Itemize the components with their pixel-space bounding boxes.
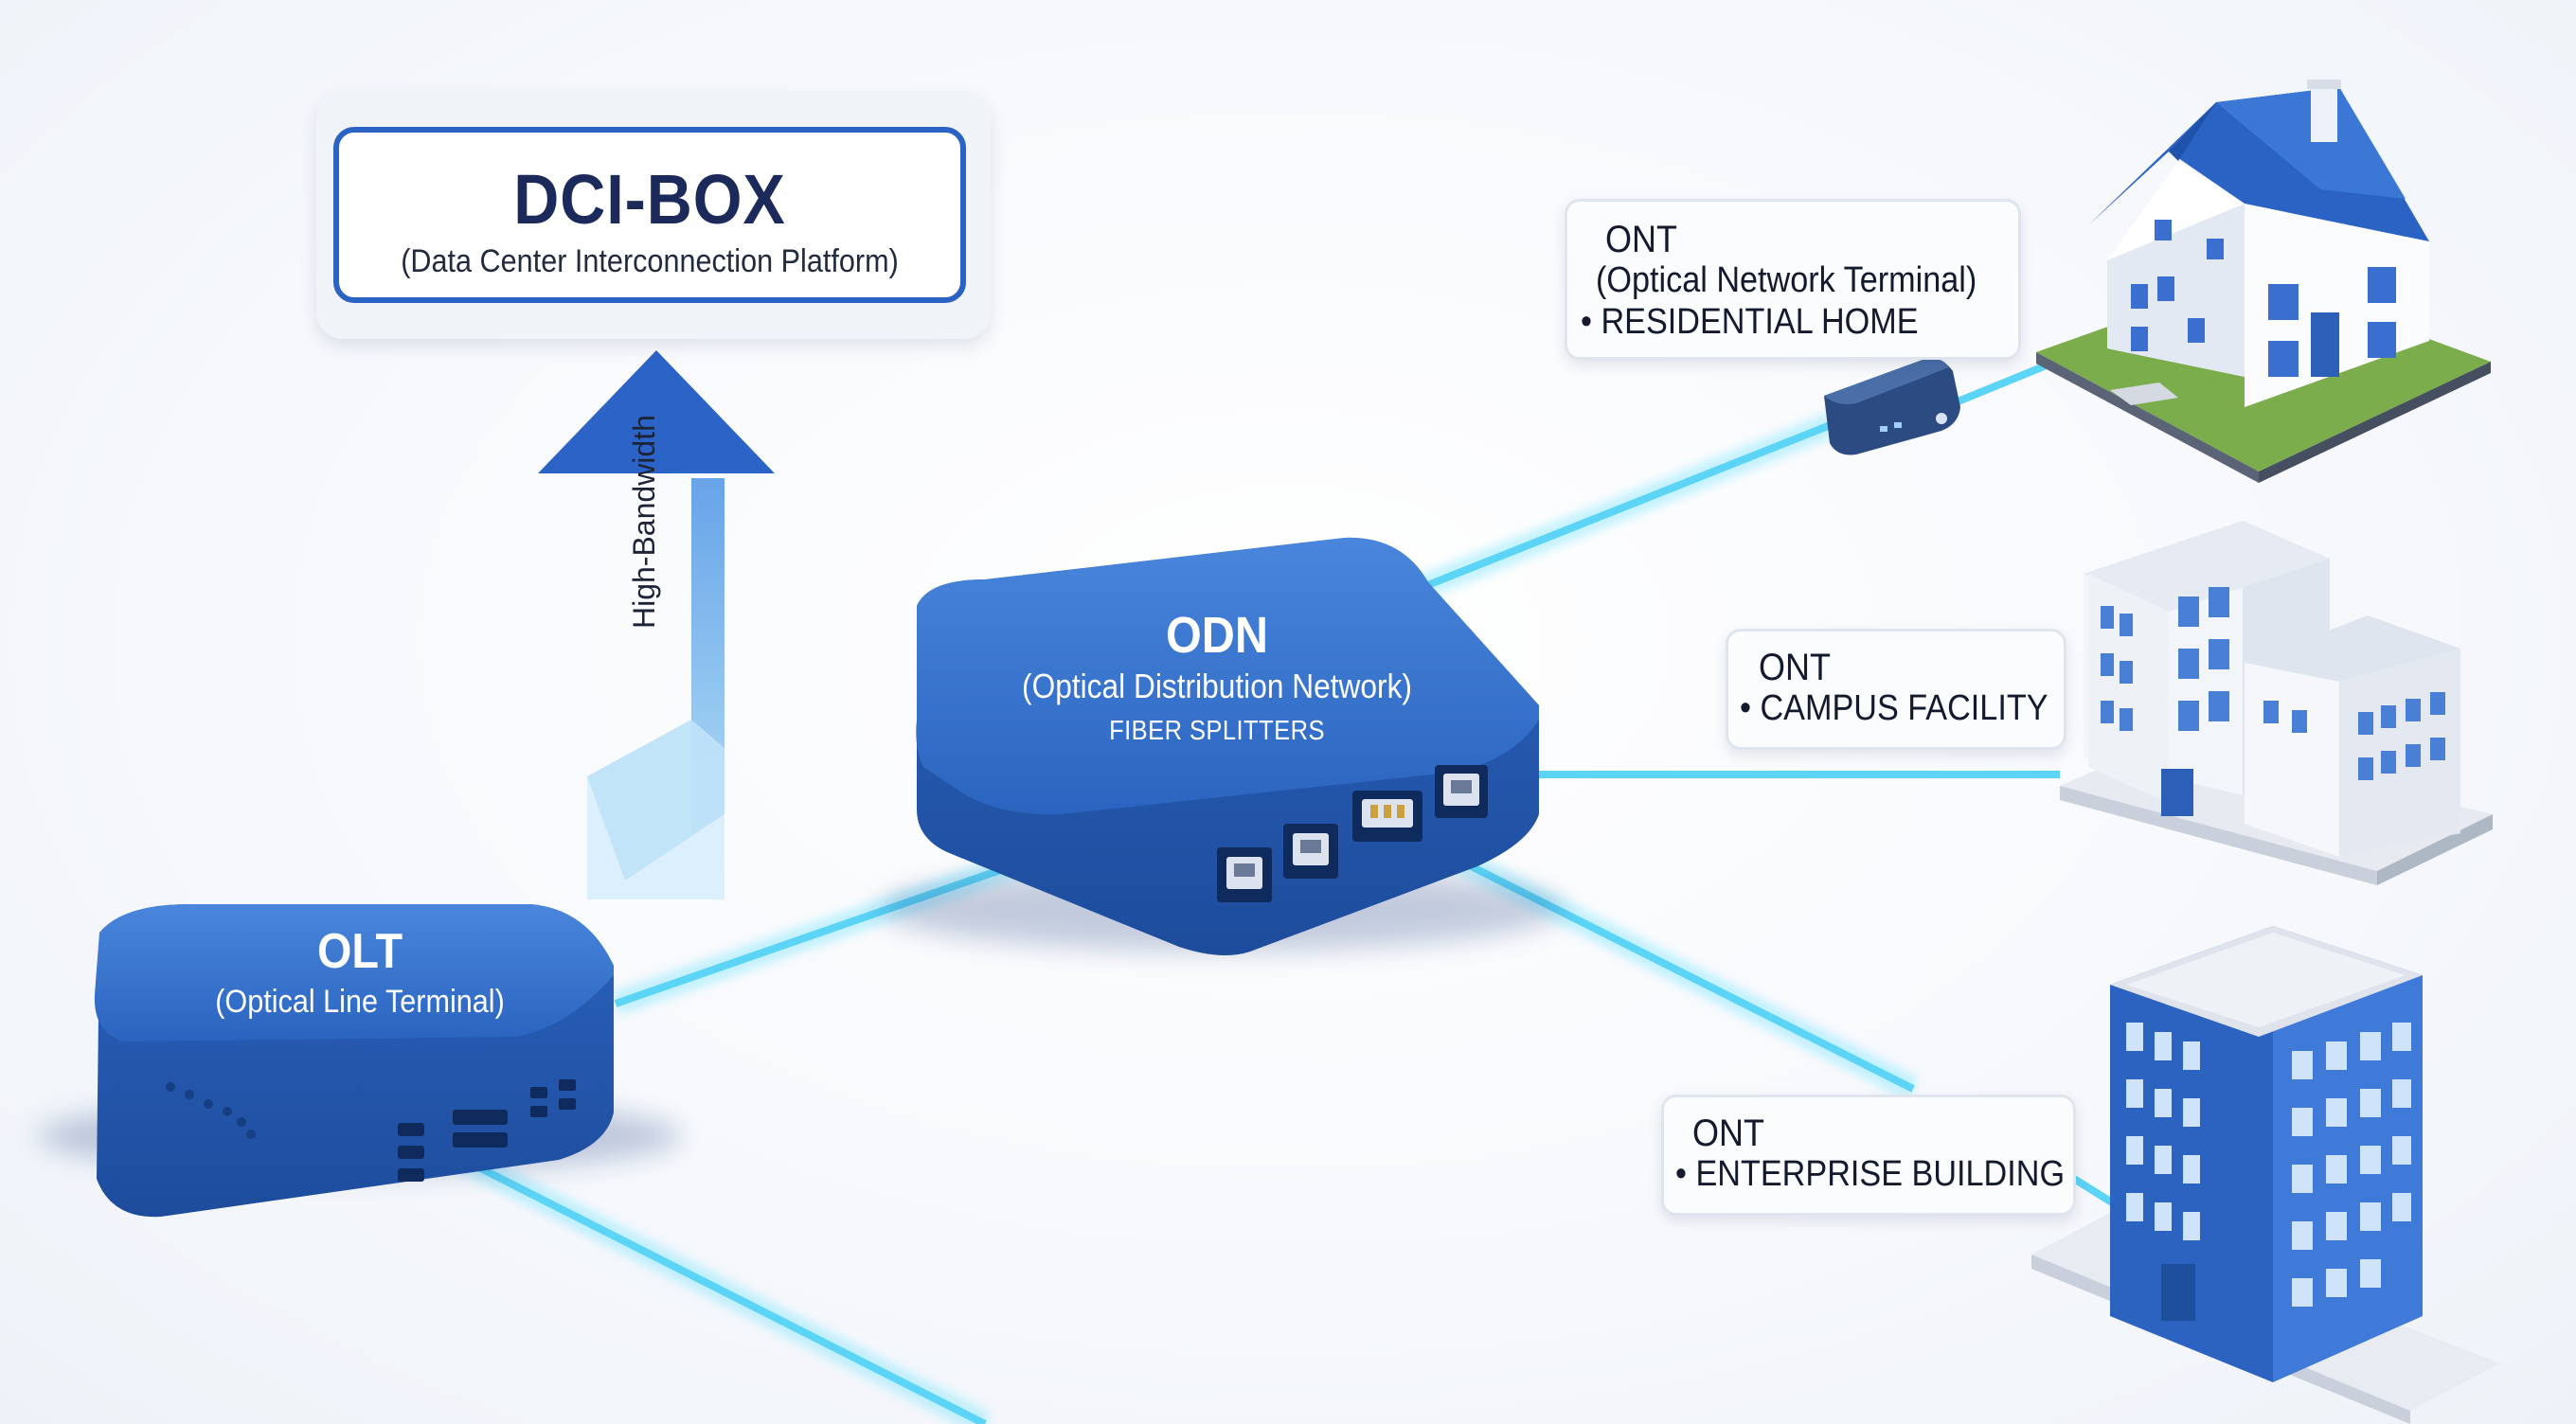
fiber-odn-to-enterprise [1385,814,2115,1206]
ont-home-type: • RESIDENTIAL HOME [1581,302,1919,342]
ont-home-title: ONT [1605,219,1677,260]
olt-label: OLT (Optical Line Terminal) [170,923,549,1021]
campus-windows [2101,587,2445,780]
olt-title: OLT [316,924,403,979]
ont-enterprise-type: • ENTERPRISE BUILDING [1675,1154,2066,1194]
ont-home-subtitle: (Optical Network Terminal) [1596,260,1977,300]
odn-subtitle: (Optical Distribution Network) [1022,667,1412,705]
arrow-head [538,350,775,473]
odn-device [881,537,1563,955]
olt-vent-dots [166,1082,256,1139]
home-windows [2131,220,2396,377]
dci-box-subtitle: (Data Center Interconnection Platform) [401,243,899,279]
odn-detail: FIBER SPLITTERS [1109,716,1325,746]
odn-port-1 [1217,847,1272,902]
ont-home-label: ONT (Optical Network Terminal) • RESIDEN… [1565,199,2021,360]
odn-port-4 [1435,765,1488,818]
uplink-arrow [538,350,775,899]
dci-box-panel: DCI-BOX (Data Center Interconnection Pla… [333,127,966,303]
enterprise-windows [2126,1023,2411,1307]
ont-campus-label: ONT • CAMPUS FACILITY [1726,629,2066,750]
dci-box-title: DCI-BOX [513,160,786,239]
campus-door [2161,769,2193,816]
olt-subtitle: (Optical Line Terminal) [215,984,505,1020]
fiber-links [449,356,2115,1424]
campus-building-icon [2060,521,2493,885]
ont-enterprise-label: ONT • ENTERPRISE BUILDING [1661,1095,2076,1216]
enterprise-building-icon [2031,926,2500,1424]
odn-port-2 [1283,824,1338,879]
olt-ports [398,1079,576,1182]
ont-enterprise-title: ONT [1692,1112,1764,1154]
fiber-olt-to-odn [611,835,1070,1016]
odn-label: ODN (Optical Distribution Network) FIBER… [957,606,1477,747]
residential-home-icon [2036,80,2491,483]
ont-module-icon [1824,358,1960,455]
enterprise-door [2161,1264,2195,1321]
fiber-odn-to-home [1406,356,2062,604]
uplink-label: High-Bandwidth [627,415,661,629]
dci-box-frame: DCI-BOX (Data Center Interconnection Pla… [316,91,991,339]
odn-port-3 [1352,791,1422,842]
olt-device [38,904,682,1218]
ont-campus-type: • CAMPUS FACILITY [1740,688,2048,728]
odn-title: ODN [1166,607,1268,664]
home-door [2311,312,2339,377]
ont-campus-title: ONT [1759,647,1831,688]
fiber-olt-down [449,1144,991,1424]
